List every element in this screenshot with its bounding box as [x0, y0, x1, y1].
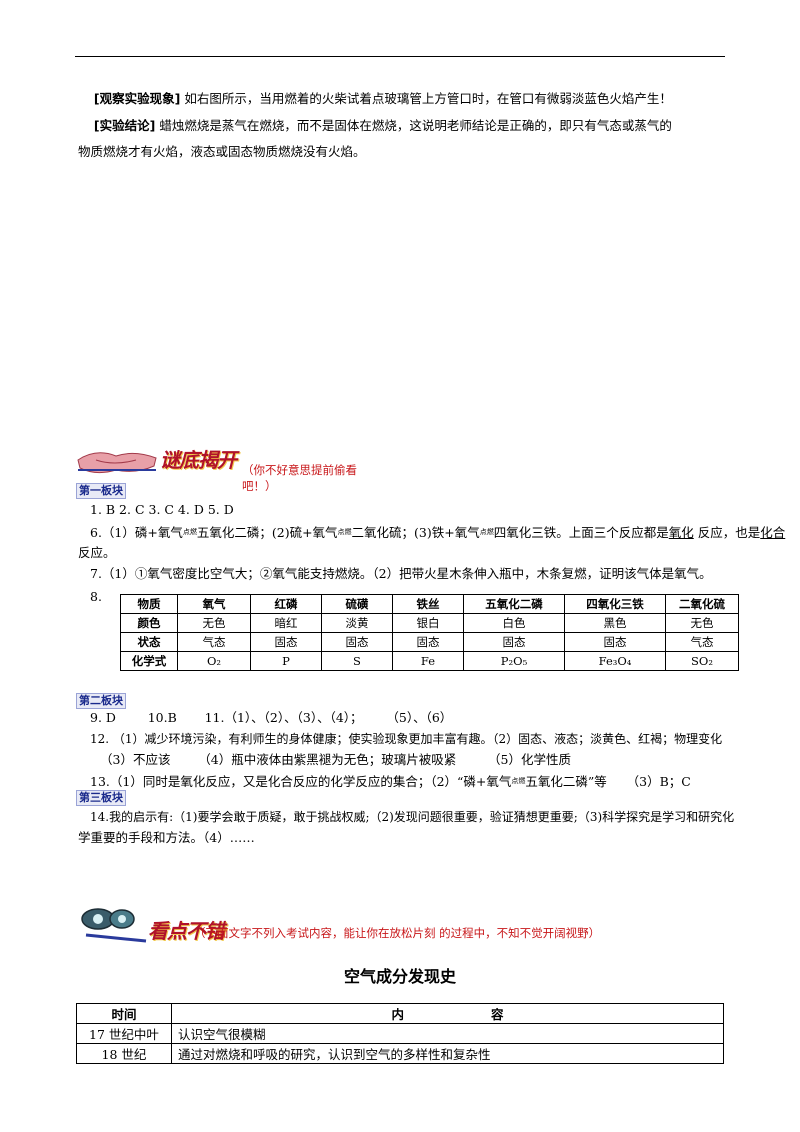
q14-line2: 学重要的手段和方法。（4）……: [78, 830, 255, 845]
handshake-icon: [77, 452, 157, 474]
answers-note: （你不好意思提前偷看吧！）: [242, 463, 357, 493]
q9-11: 9. D 10.B 11.（1）、（2）、（3）、（4）； （5）、（6）: [90, 710, 453, 725]
q6: 6.（1）磷+氧气点燃五氧化二磷；(2)硫+氧气点燃二氧化硫；(3)铁+氧气点燃…: [90, 525, 786, 540]
table-row: 17 世纪中叶 认识空气很模糊: [76, 1023, 724, 1044]
col-time: 时间: [76, 1003, 172, 1024]
q1-5: 1. B 2. C 3. C 4. D 5. D: [90, 502, 234, 517]
q6-line2: 反应。: [78, 545, 116, 560]
q12-line2: （3）不应该 （4）瓶中液体由紫黑褪为无色；玻璃片被吸紧 （5）化学性质: [100, 752, 571, 767]
table-row: 时间 内 容: [76, 1003, 724, 1024]
table-row: 物质 氧气 红磷 硫磺 铁丝 五氧化二磷 四氧化三铁 二氧化硫: [120, 594, 739, 614]
history-table: 时间 内 容 17 世纪中叶 认识空气很模糊 18 世纪 通过对燃烧和呼吸的研究…: [76, 1003, 724, 1064]
q14-line1: 14.我的启示有:（1)要学会敢于质疑，敢于挑战权威;（2)发现问题很重要，验证…: [90, 810, 735, 824]
history-title: 空气成分发现史: [343, 967, 456, 986]
q7: 7.（1）①氧气密度比空气大；②氧气能支持燃烧。（2）把带火星木条伸入瓶中，木条…: [90, 566, 712, 581]
observe-text: 如右图所示，当用燃着的火柴试着点玻璃管上方管口时，在管口有微弱淡蓝色火焰产生！: [180, 91, 672, 106]
reading-header: 看点不错 （下面文字不列入考试内容，能让你在放松片刻 的过程中，不知不觉开阔视野…: [76, 903, 636, 953]
section-label-1: 第一板块: [76, 483, 126, 499]
answers-header: 谜底揭开 （你不好意思提前偷看吧！）: [76, 440, 376, 493]
table-row: 状态气态 固态固态 固态固态 固态气态: [120, 632, 739, 652]
observe-paragraph: [观察实验现象] 如右图所示，当用燃着的火柴试着点玻璃管上方管口时，在管口有微弱…: [78, 88, 728, 110]
q12-line1: 12. （1）减少环境污染，有利师生的身体健康；使实验现象更加丰富有趣。（2）固…: [90, 732, 723, 746]
table-row: 18 世纪 通过对燃烧和呼吸的研究，认识到空气的多样性和复杂性: [76, 1043, 724, 1064]
answers-logo-text: 谜底揭开: [160, 448, 237, 472]
conclusion-paragraph: [实验结论] 蜡烛燃烧是蒸气在燃烧，而不是固体在燃烧，这说明老师结论是正确的，即…: [78, 115, 728, 137]
q8: 8.: [90, 589, 102, 604]
q13: 13.（1）同时是氧化反应，又是化合反应的化学反应的集合；（2）“磷+氧气点燃五…: [90, 774, 691, 789]
section-label-2: 第二板块: [76, 693, 126, 709]
eyes-icon: [81, 908, 147, 943]
conclusion-label: [实验结论]: [93, 118, 156, 133]
substance-table: 物质 氧气 红磷 硫磺 铁丝 五氧化二磷 四氧化三铁 二氧化硫 颜色无色 暗红淡…: [120, 594, 739, 671]
conclusion-text-1: 蜡烛燃烧是蒸气在燃烧，而不是固体在燃烧，这说明老师结论是正确的，即只有气态或蒸气…: [155, 118, 672, 133]
header-rule: [75, 56, 725, 57]
observe-label: [观察实验现象]: [93, 91, 181, 106]
table-row: 颜色无色 暗红淡黄 银白白色 黑色无色: [120, 613, 739, 633]
section-label-3: 第三板块: [76, 790, 126, 806]
reading-note: （下面文字不列入考试内容，能让你在放松片刻 的过程中，不知不觉开阔视野）: [194, 926, 601, 940]
conclusion-text-2: 物质燃烧才有火焰，液态或固态物质燃烧没有火焰。: [78, 144, 366, 159]
reading-logo-text: 看点不错: [148, 919, 225, 943]
col-content: 内 容: [171, 1003, 724, 1024]
